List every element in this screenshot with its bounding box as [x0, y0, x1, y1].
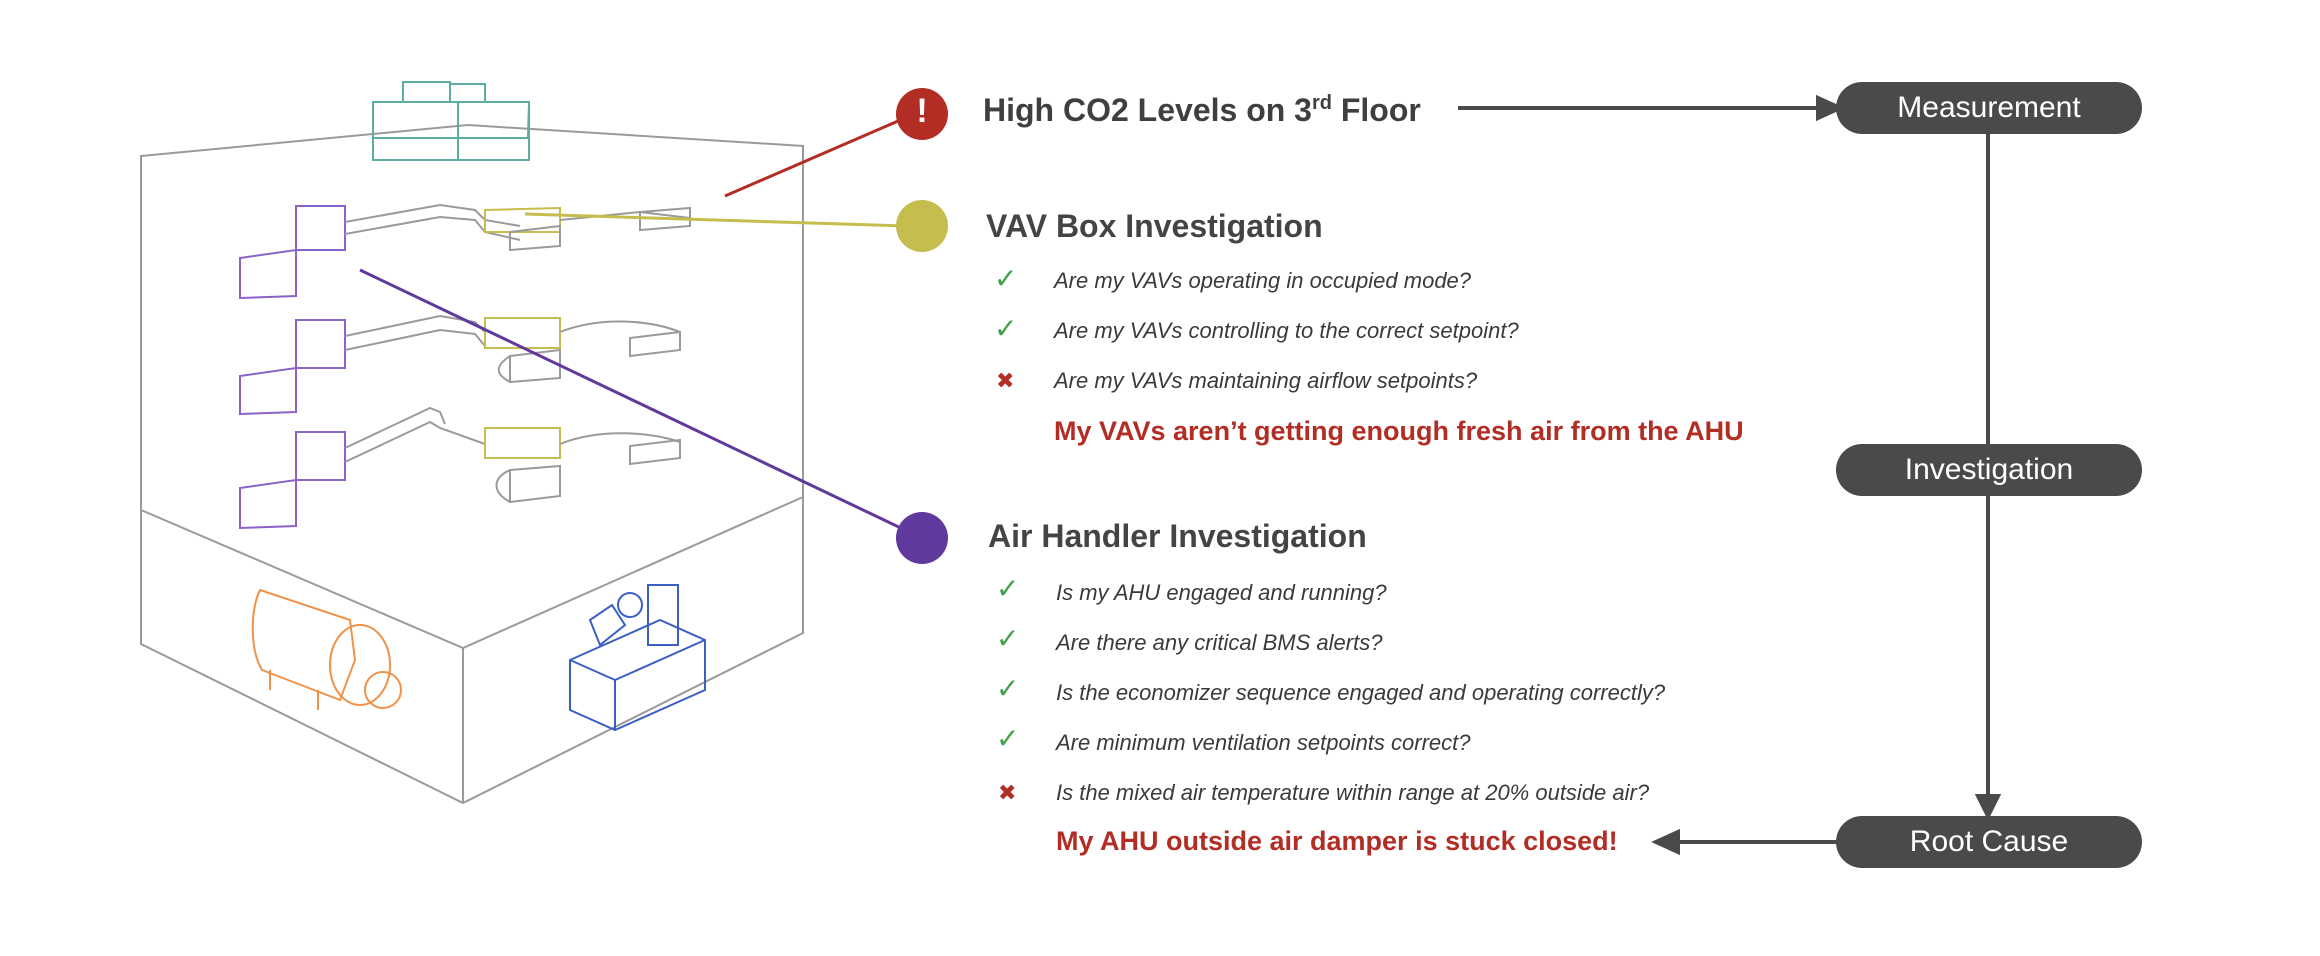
check-icon: ✓ — [994, 263, 1018, 294]
vav-check-1: Are my VAVs operating in occupied mode? — [1054, 268, 1472, 293]
step-measurement: Measurement — [1836, 82, 2142, 134]
flow-arrows — [1458, 94, 2002, 856]
ductwork-floors — [239, 203, 691, 530]
vav-check-2: Are my VAVs controlling to the correct s… — [1054, 318, 1519, 343]
ahu-marker-dot — [896, 512, 948, 564]
ahu-section-title: Air Handler Investigation — [988, 518, 1367, 554]
air-handler-icon — [569, 584, 706, 732]
alert-badge-icon — [896, 88, 948, 140]
check-icon: ✓ — [994, 313, 1018, 344]
measurement-title-sup: rd — [1311, 92, 1332, 114]
alert-exclamation: ! — [916, 92, 928, 130]
measurement-title: High CO2 Levels on 3rd Floor — [983, 92, 1421, 129]
boiler-icon — [251, 588, 402, 710]
check-icon: ✓ — [996, 673, 1020, 704]
ahu-finding: My AHU outside air damper is stuck close… — [1056, 826, 1618, 856]
check-icon: ✓ — [996, 723, 1020, 754]
measurement-title-main: High CO2 Levels on 3 — [983, 92, 1312, 128]
vav-connector — [524, 212, 906, 228]
ahu-check-1: Is my AHU engaged and running? — [1056, 580, 1387, 605]
ahu-check-5: Is the mixed air temperature within rang… — [1056, 780, 1650, 805]
cross-icon: ✖ — [998, 780, 1017, 805]
duct-floor-1 — [239, 203, 691, 300]
measurement-title-tail: Floor — [1331, 92, 1421, 128]
building-outline-icon — [140, 123, 804, 805]
measurement-connector — [724, 116, 906, 198]
ahu-connector — [359, 268, 906, 532]
rooftop-unit-icon — [372, 81, 530, 161]
check-icon: ✓ — [996, 573, 1020, 604]
vav-marker-dot — [896, 200, 948, 252]
step-root-cause: Root Cause — [1836, 816, 2142, 868]
ahu-check-4: Are minimum ventilation setpoints correc… — [1056, 730, 1471, 755]
check-icon: ✓ — [996, 623, 1020, 654]
vav-finding: My VAVs aren’t getting enough fresh air … — [1054, 416, 1744, 446]
vav-check-3: Are my VAVs maintaining airflow setpoint… — [1054, 368, 1478, 393]
step-investigation: Investigation — [1836, 444, 2142, 496]
ahu-check-2: Are there any critical BMS alerts? — [1056, 630, 1383, 655]
duct-floor-3 — [239, 406, 681, 530]
ahu-check-3: Is the economizer sequence engaged and o… — [1056, 680, 1666, 705]
cross-icon: ✖ — [996, 368, 1015, 393]
vav-section-title: VAV Box Investigation — [986, 208, 1323, 244]
duct-floor-2 — [239, 314, 681, 416]
